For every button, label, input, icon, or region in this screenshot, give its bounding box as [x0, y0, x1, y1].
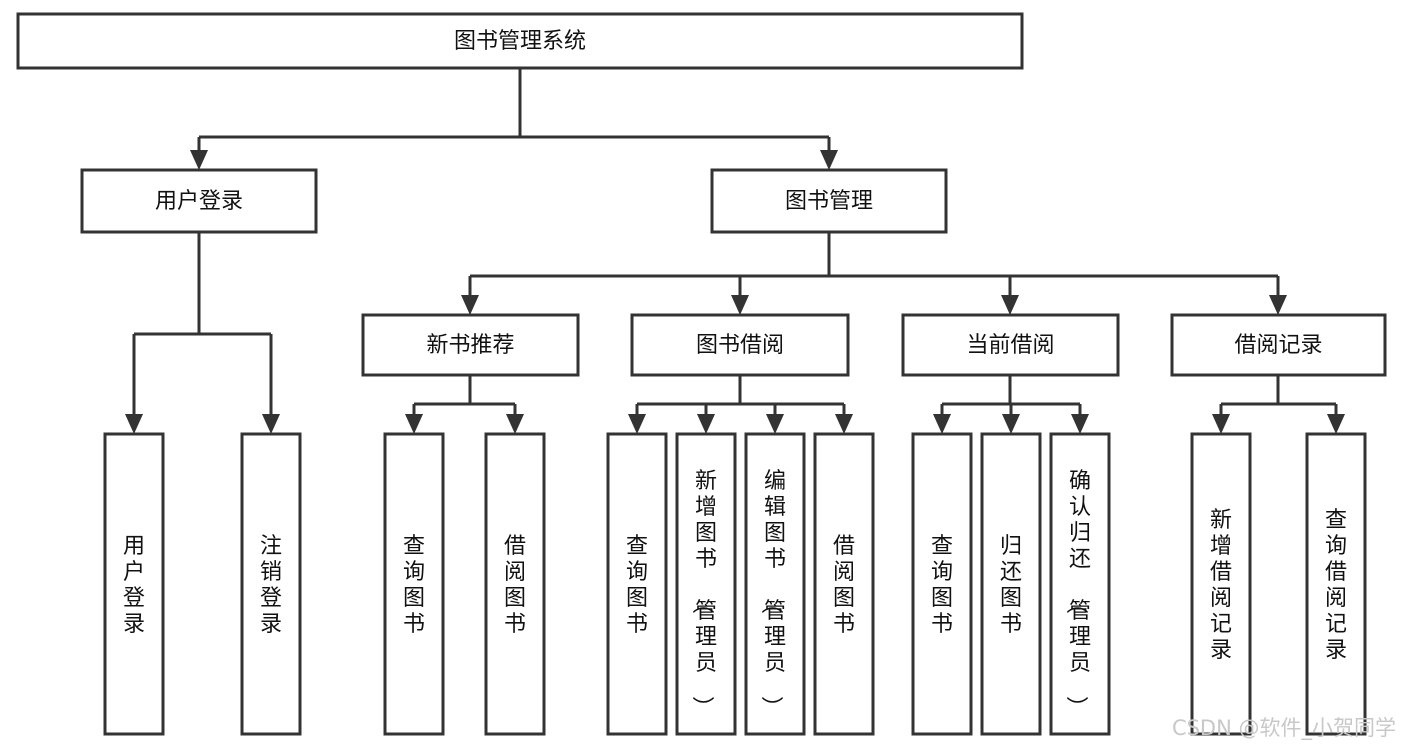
conn-borrow-leaf4-arrowhead: [835, 414, 853, 434]
node-leaf-borrow-add-book[interactable]: 新增图书（管理员）: [675, 432, 737, 736]
conn-root-to-user-login-arrowhead: [190, 150, 208, 170]
conn-borrow-leaf3-arrowhead: [766, 414, 784, 434]
node-leaf-user-login-box: [103, 432, 165, 736]
node-leaf-current-return-book-label: 归还图书: [1000, 534, 1022, 637]
conn-user-login-leaf2-arrowhead: [262, 414, 280, 434]
conn-bm-to-current-arrowhead: [1001, 295, 1019, 315]
conn-current-leaf1-arrowhead: [933, 414, 951, 434]
node-leaf-current-query-book-label: 查询图书: [931, 534, 953, 637]
conn-record-leaf1-arrowhead: [1212, 414, 1230, 434]
conn-user-login-leaf1-arrowhead: [125, 414, 143, 434]
conn-record-leaf2-arrowhead: [1327, 414, 1345, 434]
conn-borrow-leaf1-arrowhead: [628, 414, 646, 434]
node-current-borrow[interactable]: 当前借阅: [901, 313, 1120, 377]
node-leaf-record-query-box: [1305, 432, 1367, 736]
conn-bm-to-record-arrowhead: [1269, 295, 1287, 315]
node-leaf-recommend-query-book-label: 查询图书: [403, 534, 425, 637]
node-book-borrow-box: [630, 313, 850, 377]
conn-borrow-leaf2-arrowhead: [697, 414, 715, 434]
node-user-login-label: 用户登录: [155, 189, 243, 214]
node-book-manage[interactable]: 图书管理: [710, 168, 948, 234]
csdn-watermark: CSDN @软件_小贺同学: [1172, 716, 1396, 741]
node-book-manage-label: 图书管理: [785, 189, 873, 214]
node-user-login[interactable]: 用户登录: [80, 168, 318, 234]
node-leaf-borrow-borrow-book[interactable]: 借阅图书: [813, 432, 875, 736]
conn-recommend-leaf1-arrowhead: [405, 414, 423, 434]
node-leaf-user-logout-label: 注销登录: [260, 534, 282, 637]
node-new-book-recommend-label: 新书推荐: [426, 333, 514, 358]
node-root-box: [16, 12, 1024, 70]
node-leaf-recommend-borrow-book[interactable]: 借阅图书: [484, 432, 546, 736]
node-new-book-recommend-box: [361, 313, 580, 377]
node-book-borrow-label: 图书借阅: [696, 333, 784, 358]
node-leaf-borrow-query-book[interactable]: 查询图书: [606, 432, 668, 736]
node-book-borrow[interactable]: 图书借阅: [630, 313, 850, 377]
node-leaf-current-query-book[interactable]: 查询图书: [911, 432, 973, 736]
node-leaf-record-query[interactable]: 查询借阅记录: [1305, 432, 1367, 736]
node-user-login-box: [80, 168, 318, 234]
node-new-book-recommend[interactable]: 新书推荐: [361, 313, 580, 377]
node-leaf-recommend-query-book-box: [383, 432, 445, 736]
node-leaf-recommend-borrow-book-label: 借阅图书: [504, 534, 526, 637]
node-leaf-borrow-edit-book[interactable]: 编辑图书（管理员）: [744, 432, 806, 736]
node-leaf-user-login[interactable]: 用户登录: [103, 432, 165, 736]
node-leaf-current-return-book[interactable]: 归还图书: [980, 432, 1042, 736]
conn-current-leaf2-arrowhead: [1002, 414, 1020, 434]
node-leaf-record-query-label: 查询借阅记录: [1325, 508, 1347, 663]
conn-recommend-leaf2-arrowhead: [506, 414, 524, 434]
node-leaf-record-add[interactable]: 新增借阅记录: [1190, 432, 1252, 736]
conn-bm-to-borrow-arrowhead: [731, 295, 749, 315]
node-leaf-user-logout-box: [240, 432, 302, 736]
conn-root-to-book-manage-arrowhead: [820, 150, 838, 170]
node-leaf-user-login-label: 用户登录: [123, 534, 145, 637]
node-leaf-record-add-label: 新增借阅记录: [1210, 508, 1232, 663]
node-leaf-current-confirm-return-label: 确认归还（管理员）: [1063, 469, 1091, 718]
node-leaf-borrow-add-book-box: [675, 432, 737, 736]
node-current-borrow-label: 当前借阅: [966, 333, 1054, 358]
node-root[interactable]: 图书管理系统: [16, 12, 1024, 70]
node-leaf-borrow-borrow-book-box: [813, 432, 875, 736]
node-borrow-record-label: 借阅记录: [1234, 333, 1322, 358]
conn-bm-to-recommend-arrowhead: [461, 295, 479, 315]
node-leaf-record-add-box: [1190, 432, 1252, 736]
node-leaf-borrow-borrow-book-label: 借阅图书: [833, 534, 855, 637]
conn-current-leaf3-arrowhead: [1071, 414, 1089, 434]
node-book-manage-box: [710, 168, 948, 234]
node-borrow-record-box: [1170, 313, 1387, 377]
node-leaf-recommend-query-book[interactable]: 查询图书: [383, 432, 445, 736]
node-leaf-current-return-book-box: [980, 432, 1042, 736]
node-leaf-borrow-edit-book-box: [744, 432, 806, 736]
node-leaf-borrow-query-book-box: [606, 432, 668, 736]
node-root-label: 图书管理系统: [454, 29, 586, 54]
node-leaf-user-logout[interactable]: 注销登录: [240, 432, 302, 736]
nodes-layer: 图书管理系统用户登录图书管理新书推荐图书借阅当前借阅借阅记录用户登录注销登录查询…: [16, 12, 1387, 736]
node-leaf-current-confirm-return[interactable]: 确认归还（管理员）: [1049, 432, 1111, 736]
connectors-layer: [125, 68, 1345, 434]
node-current-borrow-box: [901, 313, 1120, 377]
node-leaf-current-confirm-return-box: [1049, 432, 1111, 736]
node-leaf-borrow-edit-book-label: 编辑图书（管理员）: [758, 469, 786, 718]
node-leaf-borrow-add-book-label: 新增图书（管理员）: [689, 469, 717, 718]
node-leaf-current-query-book-box: [911, 432, 973, 736]
node-leaf-borrow-query-book-label: 查询图书: [626, 534, 648, 637]
node-borrow-record[interactable]: 借阅记录: [1170, 313, 1387, 377]
node-leaf-recommend-borrow-book-box: [484, 432, 546, 736]
